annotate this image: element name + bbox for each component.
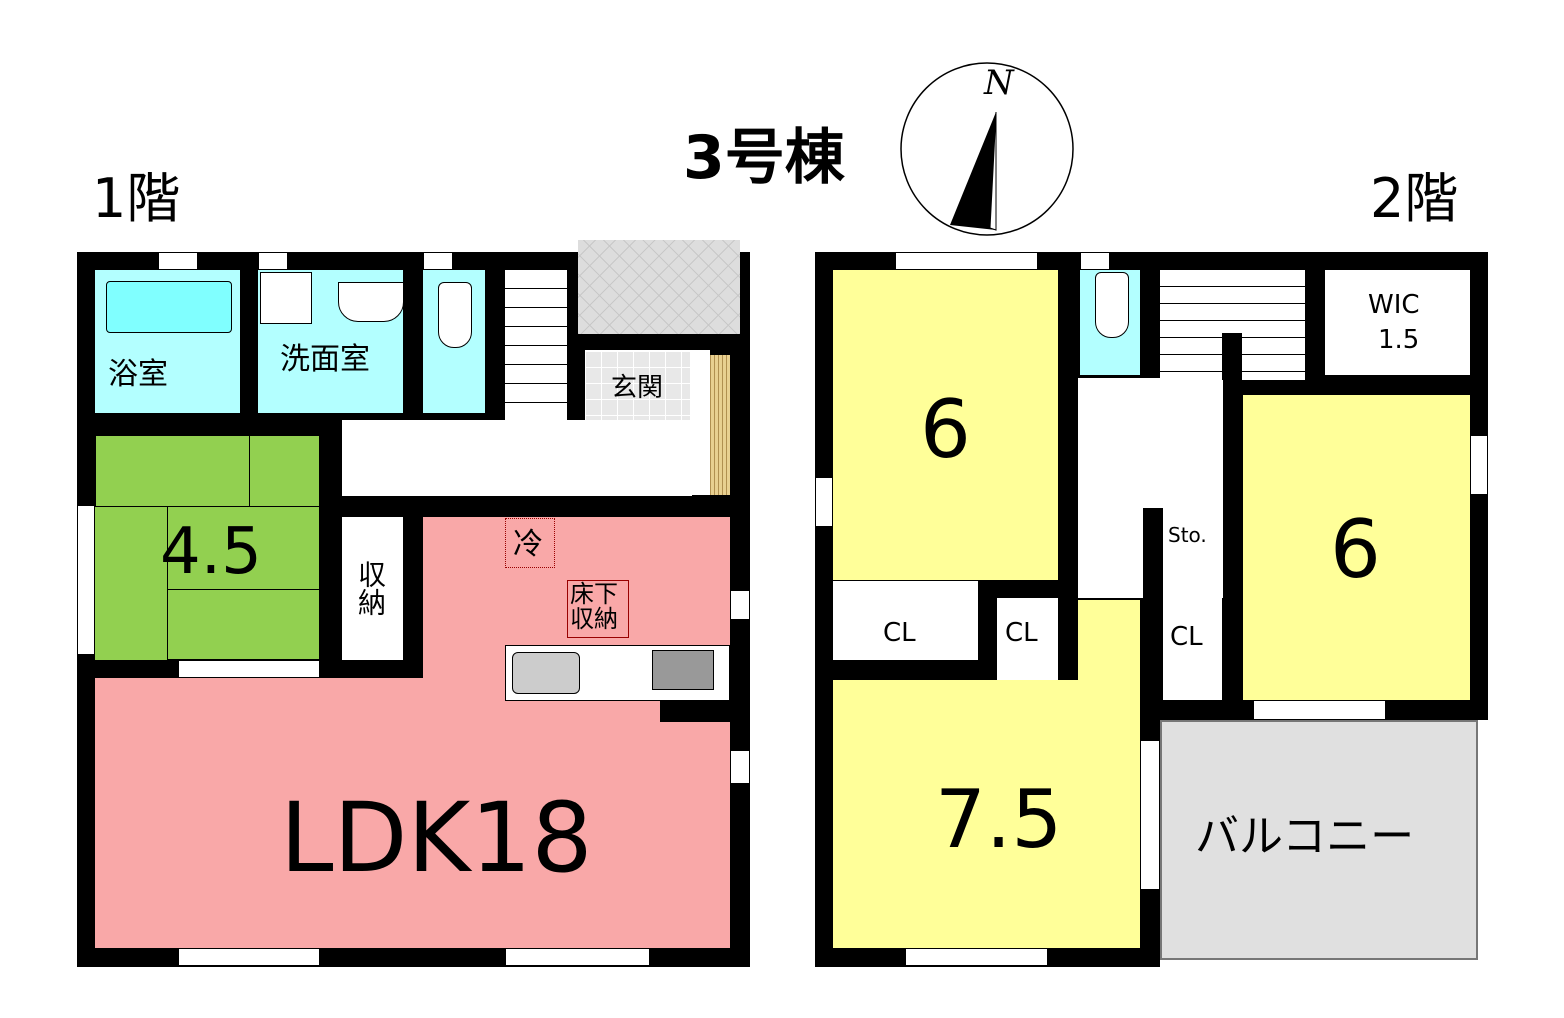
wall-segment — [660, 700, 730, 722]
storage-label: 収納 — [354, 560, 387, 616]
window — [178, 660, 320, 678]
washing-machine — [260, 272, 312, 324]
storage-2f-label: Sto. — [1168, 523, 1207, 547]
balcony-label: バルコニー — [1195, 811, 1415, 862]
compass-icon — [900, 62, 1074, 236]
window — [905, 948, 1048, 966]
room-bedroom-sw-alcove — [1078, 600, 1140, 690]
window — [178, 948, 320, 966]
bedroom-sw-label: 7.5 — [935, 773, 1063, 866]
closet-3 — [1163, 570, 1222, 700]
closet3-label: CL — [1170, 622, 1203, 652]
closet2-label: CL — [1005, 618, 1038, 648]
wall-segment — [1143, 508, 1163, 708]
bathtub — [106, 281, 232, 333]
room-bedroom-e — [1243, 395, 1470, 700]
washroom-label: 洗面室 — [280, 342, 370, 377]
floor2-label: 2階 — [1370, 167, 1459, 230]
fridge-space — [505, 518, 555, 568]
wic-label: WIC — [1368, 290, 1420, 320]
window — [423, 252, 453, 270]
window — [158, 252, 198, 270]
stairs-1f — [505, 270, 567, 420]
porch — [578, 240, 740, 334]
ldk-label: LDK18 — [280, 782, 593, 894]
compass-north-label: N — [984, 63, 1014, 103]
hallway-1f — [342, 420, 692, 496]
window — [505, 948, 650, 966]
toilet-icon — [438, 282, 472, 348]
shoe-cabinet — [710, 355, 730, 495]
bedroom-nw-label: 6 — [920, 383, 971, 476]
window — [730, 750, 750, 784]
fridge-label: 冷 — [513, 527, 543, 562]
entrance-label: 玄関 — [611, 373, 664, 403]
tatami-mat — [95, 435, 250, 507]
wash-basin — [338, 282, 404, 322]
tatami-mat — [167, 589, 320, 660]
window — [77, 505, 95, 655]
toilet-icon — [1095, 272, 1129, 338]
room-japanese — [95, 435, 320, 660]
closet1-label: CL — [883, 618, 916, 648]
underfloor-storage — [567, 580, 629, 638]
entrance-tile — [585, 352, 690, 432]
room-bedroom-nw — [833, 270, 1058, 580]
sink-icon — [512, 652, 580, 694]
balcony — [1160, 720, 1478, 960]
bath-label: 浴室 — [108, 357, 168, 392]
window — [1140, 740, 1160, 890]
window — [730, 590, 750, 620]
underfloor-storage-label: 床下収納 — [570, 580, 618, 634]
tatami-mat — [249, 435, 320, 507]
floor1-label: 1階 — [92, 167, 181, 230]
window — [258, 252, 288, 270]
japanese-room-label: 4.5 — [160, 515, 262, 589]
wic-size-label: 1.5 — [1378, 325, 1420, 355]
room-wic — [1325, 270, 1470, 375]
window — [895, 252, 1038, 270]
bedroom-e-label: 6 — [1330, 503, 1381, 596]
window — [1470, 435, 1488, 495]
room-bedroom-sw — [833, 680, 1140, 948]
closet-2 — [997, 598, 1058, 680]
window — [1080, 252, 1110, 270]
stove-icon — [652, 650, 714, 690]
storage-2f — [1163, 510, 1222, 550]
closet-1 — [833, 580, 978, 660]
room-ldk — [95, 678, 730, 948]
window — [1253, 700, 1386, 720]
storage-1f — [342, 517, 403, 660]
stair-wall — [1222, 333, 1242, 380]
window — [815, 477, 833, 527]
building-title: 3号棟 — [683, 123, 845, 193]
